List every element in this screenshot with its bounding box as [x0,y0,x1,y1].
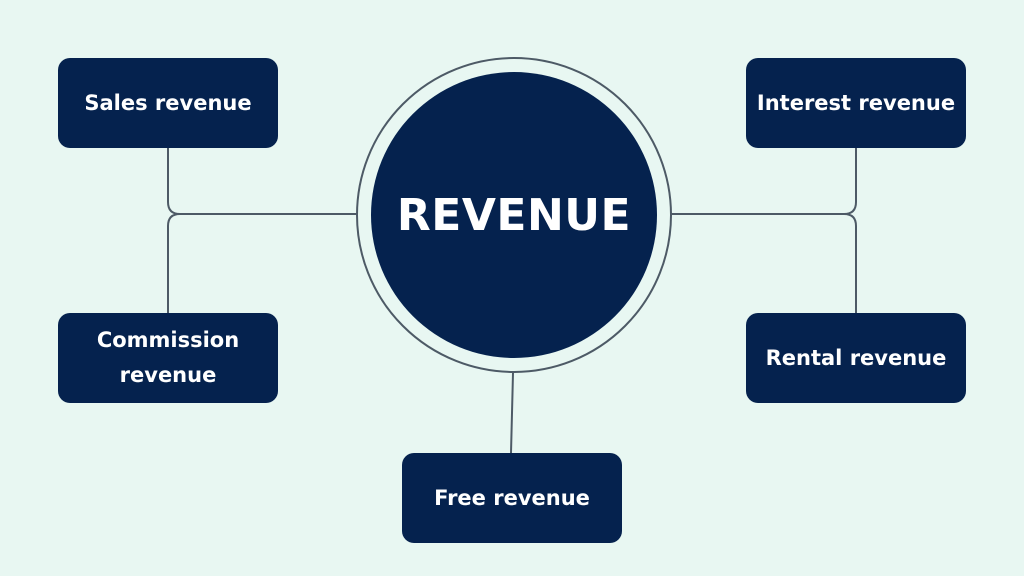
connector-rental [843,213,857,314]
node-sales-label: Sales revenue [84,90,252,115]
connector-commission [167,213,181,314]
node-rental-revenue: Rental revenue [746,313,966,403]
node-commission-revenue: Commission revenue [58,313,278,403]
node-free-label: Free revenue [434,485,590,510]
node-interest-revenue: Interest revenue [746,58,966,148]
center-revenue-label: REVENUE [396,189,632,241]
node-interest-label: Interest revenue [756,90,956,115]
node-rental-label: Rental revenue [765,345,947,370]
center-revenue-circle: REVENUE [371,72,657,358]
connector-free [510,372,514,454]
node-sales-revenue: Sales revenue [58,58,278,148]
connector-sales [167,147,357,215]
connector-interest [671,147,857,215]
node-free-revenue: Free revenue [402,453,622,543]
node-commission-label: Commission revenue [96,328,240,387]
center-ring [356,57,672,373]
